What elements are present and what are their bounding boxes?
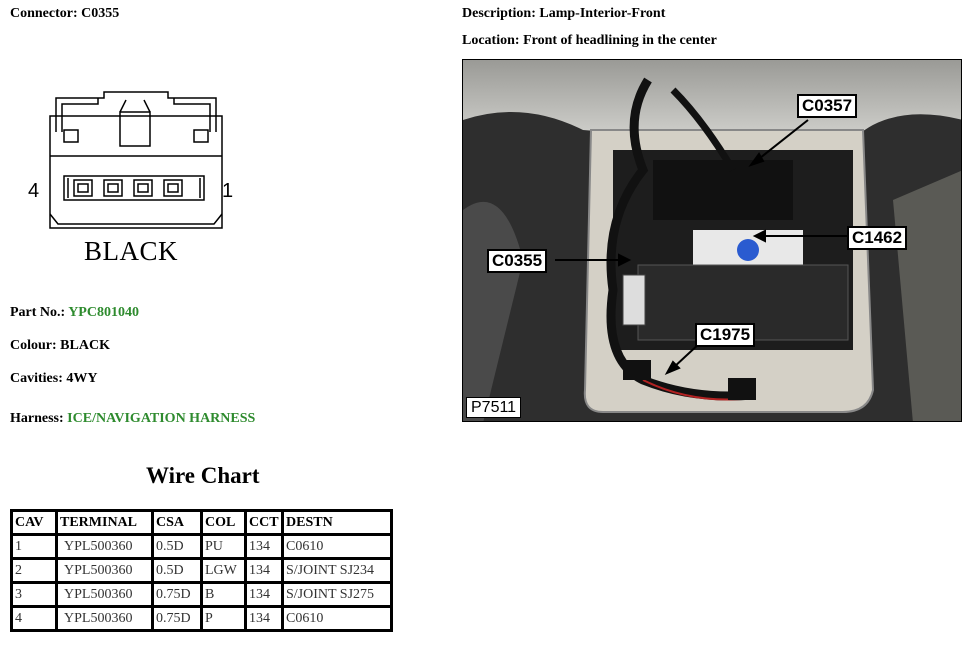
table-header-row: CAV TERMINAL CSA COL CCT DESTN (10, 509, 393, 536)
callout-c0357: C0357 (797, 94, 858, 118)
cell-terminal: YPL500360 (55, 581, 154, 608)
diagram-colour-label: BLACK (84, 236, 179, 266)
description-value: Lamp-Interior-Front (539, 6, 666, 21)
cell-destn: S/JOINT SJ275 (281, 581, 393, 608)
connector-field: Connector: C0355 (10, 6, 119, 22)
callout-c1975: C1975 (695, 323, 756, 347)
table-row: 3 YPL500360 0.75D B 134 S/JOINT SJ275 (10, 581, 393, 608)
connector-label: Connector: (10, 6, 78, 21)
cell-csa: 0.75D (151, 581, 203, 608)
location-photo: C0357 C1462 C0355 C1975 P7511 (462, 59, 962, 422)
cell-csa: 0.5D (151, 533, 203, 560)
colour-label: Colour: (10, 338, 57, 353)
cell-cct: 134 (244, 581, 284, 608)
header-col: COL (200, 509, 247, 536)
cell-col: B (200, 581, 247, 608)
table-row: 1 YPL500360 0.5D PU 134 C0610 (10, 533, 393, 560)
location-label: Location: (462, 33, 520, 48)
header-csa: CSA (151, 509, 203, 536)
cell-destn: C0610 (281, 533, 393, 560)
header-cav: CAV (10, 509, 58, 536)
description-label: Description: (462, 6, 536, 21)
location-field: Location: Front of headlining in the cen… (462, 33, 717, 49)
description-field: Description: Lamp-Interior-Front (462, 6, 665, 22)
callout-c0355: C0355 (487, 249, 548, 273)
part-no-field: Part No.: YPC801040 (10, 305, 139, 321)
header-cct: CCT (244, 509, 284, 536)
cell-destn: S/JOINT SJ234 (281, 557, 393, 584)
connector-value: C0355 (81, 6, 120, 21)
wire-chart-table: CAV TERMINAL CSA COL CCT DESTN 1 YPL5003… (10, 509, 393, 632)
cell-terminal: YPL500360 (55, 605, 154, 632)
cell-cav: 2 (10, 557, 58, 584)
table-row: 4 YPL500360 0.75D P 134 C0610 (10, 605, 393, 632)
cavity-number-left: 4 (28, 180, 40, 202)
photo-reference-label: P7511 (466, 397, 522, 418)
part-no-label: Part No.: (10, 305, 66, 320)
cell-cav: 4 (10, 605, 58, 632)
callout-c1462: C1462 (847, 226, 908, 250)
harness-value: ICE/NAVIGATION HARNESS (67, 411, 256, 426)
cavities-value: 4WY (66, 371, 98, 386)
cell-cct: 134 (244, 557, 284, 584)
cell-cct: 134 (244, 605, 284, 632)
cavity-number-right: 1 (222, 180, 234, 202)
colour-field: Colour: BLACK (10, 338, 110, 354)
wire-chart-title: Wire Chart (146, 463, 260, 488)
colour-value: BLACK (60, 338, 110, 353)
cell-col: P (200, 605, 247, 632)
cell-col: PU (200, 533, 247, 560)
cavities-label: Cavities: (10, 371, 63, 386)
table-row: 2 YPL500360 0.5D LGW 134 S/JOINT SJ234 (10, 557, 393, 584)
header-terminal: TERMINAL (55, 509, 154, 536)
cell-cct: 134 (244, 533, 284, 560)
cell-terminal: YPL500360 (55, 533, 154, 560)
location-value: Front of headlining in the center (523, 33, 717, 48)
part-no-value: YPC801040 (68, 305, 139, 320)
cell-destn: C0610 (281, 605, 393, 632)
harness-field: Harness: ICE/NAVIGATION HARNESS (10, 411, 255, 427)
cell-cav: 3 (10, 581, 58, 608)
cell-col: LGW (200, 557, 247, 584)
harness-label: Harness: (10, 411, 64, 426)
cell-cav: 1 (10, 533, 58, 560)
cell-terminal: YPL500360 (55, 557, 154, 584)
header-destn: DESTN (281, 509, 393, 536)
cavities-field: Cavities: 4WY (10, 371, 98, 387)
connector-face-diagram (49, 91, 223, 229)
cell-csa: 0.75D (151, 605, 203, 632)
cell-csa: 0.5D (151, 557, 203, 584)
